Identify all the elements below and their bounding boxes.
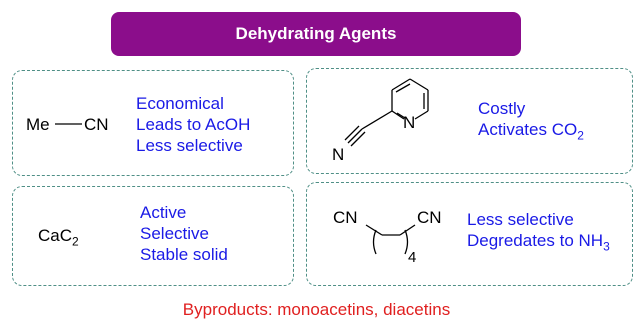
pyridine-nitrile-nitrogen: N (332, 145, 344, 164)
title-text: Dehydrating Agents (235, 24, 397, 43)
cyanopyridine-description: Costly Activates CO2 (478, 98, 584, 146)
description-line: Economical (136, 94, 224, 113)
adiponitrile-right-cn: CN (417, 208, 442, 227)
calcium-carbide-formula: CaC2 (38, 226, 79, 248)
title-banner: Dehydrating Agents (111, 12, 521, 56)
adiponitrile-description: Less selective Degredates to NH3 (467, 209, 610, 257)
calcium-carbide-description: Active Selective Stable solid (140, 202, 228, 265)
description-line: Less selective (467, 210, 574, 229)
description-line: Stable solid (140, 245, 228, 264)
description-line: Active (140, 203, 187, 222)
pyridine-ring-nitrogen: N (403, 113, 415, 132)
acetonitrile-cn-label: CN (84, 115, 109, 134)
card-calcium-carbide (12, 186, 294, 286)
calcium-carbide-subscript: 2 (72, 234, 79, 249)
adiponitrile-structure (365, 224, 416, 255)
calcium-carbide-text: CaC (38, 226, 73, 245)
description-line: Degredates to NH3 (467, 231, 610, 254)
cyanopyridine-structure (344, 78, 429, 147)
description-line: Less selective (136, 136, 243, 155)
adiponitrile-left-cn: CN (333, 208, 358, 227)
co2-subscript: 2 (577, 128, 584, 143)
acetonitrile-description: Economical Leads to AcOH Less selective (136, 93, 250, 156)
description-line: Costly (478, 99, 526, 118)
acetonitrile-structure: Me CN (26, 115, 109, 134)
description-line: Activates CO2 (478, 120, 584, 143)
acetonitrile-me-label: Me (26, 115, 50, 134)
card-acetonitrile (12, 70, 294, 176)
description-line: Selective (140, 224, 209, 243)
nh3-subscript: 3 (603, 239, 610, 254)
byproducts-footer: Byproducts: monoacetins, diacetins (182, 300, 451, 319)
description-line: Leads to AcOH (136, 115, 251, 134)
adiponitrile-repeat-count: 4 (408, 249, 416, 266)
